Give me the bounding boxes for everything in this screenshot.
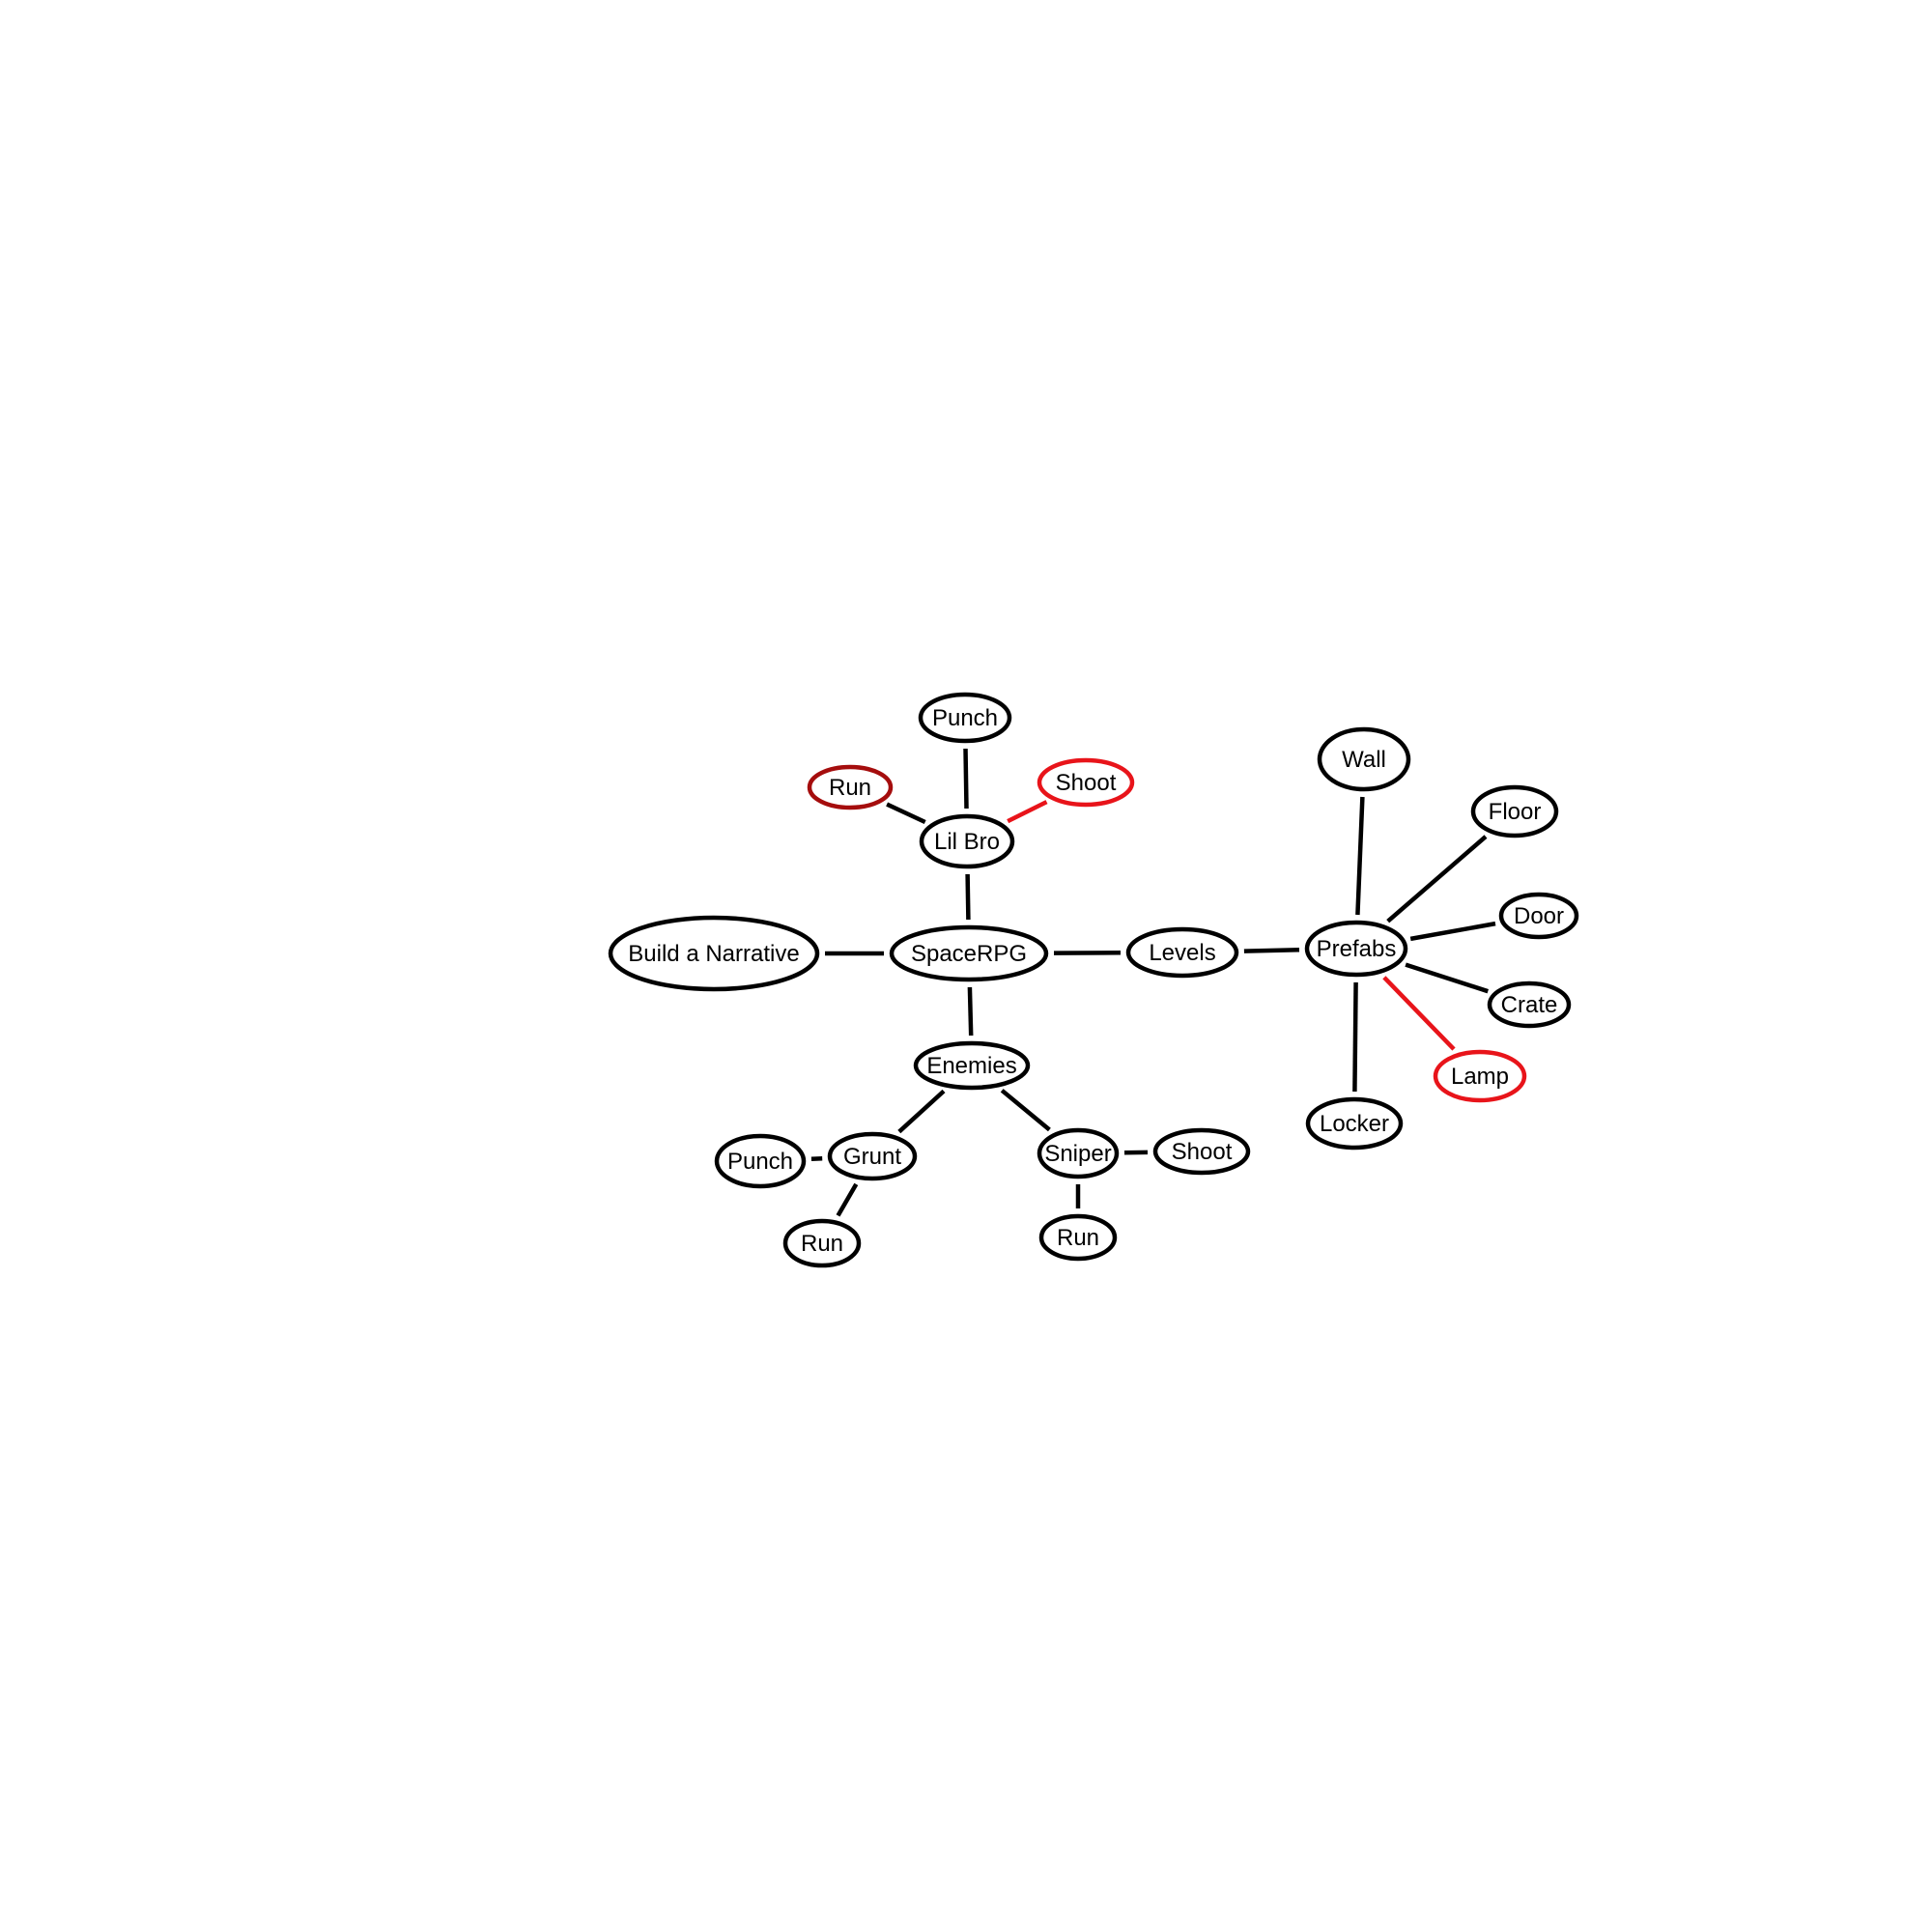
node-grunt-ellipse (827, 1131, 918, 1181)
edge-prefabs-to-crate (1405, 962, 1489, 994)
edge-grunt-to-grunt-run (836, 1182, 859, 1217)
node-lil-bro-punch-ellipse (918, 692, 1012, 744)
node-lil-bro-punch-label: Punch (932, 705, 998, 731)
node-floor: Floor (1470, 784, 1559, 838)
node-grunt-punch-label: Punch (727, 1149, 793, 1175)
node-grunt: Grunt (827, 1131, 918, 1181)
node-grunt-run-label: Run (801, 1231, 843, 1257)
node-wall-ellipse (1317, 726, 1411, 792)
edge-prefabs-to-floor (1386, 835, 1488, 923)
node-lil-bro-shoot-ellipse (1037, 757, 1135, 808)
node-crate-label: Crate (1501, 992, 1558, 1018)
node-spacerpg-ellipse (889, 924, 1049, 982)
node-locker-label: Locker (1320, 1111, 1389, 1137)
edge-spacerpg-to-enemies (967, 986, 974, 1037)
node-build-narrative-label: Build a Narrative (628, 941, 799, 967)
node-wall-label: Wall (1342, 747, 1386, 773)
node-door-ellipse (1498, 892, 1579, 940)
node-enemies-label: Enemies (926, 1053, 1016, 1079)
node-sniper-run-ellipse (1038, 1213, 1118, 1262)
node-grunt-label: Grunt (843, 1144, 901, 1170)
node-lamp-ellipse (1433, 1049, 1527, 1103)
node-lamp: Lamp (1433, 1049, 1527, 1103)
node-sniper: Sniper (1037, 1127, 1120, 1179)
node-grunt-punch-ellipse (714, 1133, 807, 1189)
node-lil-bro-ellipse (919, 813, 1015, 869)
edge-enemies-to-sniper (1000, 1089, 1051, 1132)
node-sniper-run: Run (1038, 1213, 1118, 1262)
edge-prefabs-to-door (1409, 921, 1496, 942)
node-grunt-punch: Punch (714, 1133, 807, 1189)
node-lil-bro-run-label: Run (829, 775, 871, 801)
node-enemies-ellipse (913, 1040, 1031, 1091)
node-door: Door (1498, 892, 1579, 940)
node-spacerpg-label: SpaceRPG (911, 941, 1027, 967)
node-locker: Locker (1305, 1096, 1404, 1151)
edge-levels-to-prefabs (1243, 948, 1300, 953)
node-crate-ellipse (1487, 980, 1572, 1029)
edge-grunt-to-grunt-punch (810, 1155, 823, 1161)
node-floor-ellipse (1470, 784, 1559, 838)
node-grunt-run-ellipse (782, 1218, 862, 1268)
node-lil-bro-run: Run (807, 764, 894, 810)
node-crate: Crate (1487, 980, 1572, 1029)
edge-prefabs-to-locker (1352, 981, 1358, 1093)
node-prefabs-ellipse (1304, 920, 1408, 978)
node-sniper-shoot: Shoot (1152, 1127, 1251, 1176)
node-lil-bro: Lil Bro (919, 813, 1015, 869)
node-enemies: Enemies (913, 1040, 1031, 1091)
node-sniper-shoot-label: Shoot (1172, 1139, 1233, 1165)
node-floor-label: Floor (1489, 799, 1542, 825)
node-build-narrative-ellipse (608, 915, 820, 992)
node-sniper-run-label: Run (1057, 1225, 1099, 1251)
edge-prefabs-to-wall (1355, 796, 1365, 916)
node-prefabs: Prefabs (1304, 920, 1408, 978)
node-door-label: Door (1514, 903, 1564, 929)
node-lil-bro-shoot-label: Shoot (1056, 770, 1117, 796)
node-prefabs-label: Prefabs (1317, 936, 1397, 962)
edge-lil-bro-to-lil-bro-run (886, 802, 926, 825)
node-lamp-label: Lamp (1451, 1064, 1509, 1090)
node-levels-label: Levels (1149, 940, 1215, 966)
node-levels-ellipse (1125, 926, 1239, 979)
edge-lil-bro-to-lil-bro-punch (963, 748, 969, 810)
node-lil-bro-shoot: Shoot (1037, 757, 1135, 808)
edge-enemies-to-grunt (897, 1089, 946, 1134)
node-locker-ellipse (1305, 1096, 1404, 1151)
node-sniper-label: Sniper (1044, 1141, 1111, 1167)
node-grunt-run: Run (782, 1218, 862, 1268)
node-lil-bro-punch: Punch (918, 692, 1012, 744)
node-levels: Levels (1125, 926, 1239, 979)
node-sniper-shoot-ellipse (1152, 1127, 1251, 1176)
node-spacerpg: SpaceRPG (889, 924, 1049, 982)
edge-spacerpg-to-lil-bro (965, 873, 971, 921)
edges-layer (810, 748, 1496, 1217)
node-lil-bro-run-ellipse (807, 764, 894, 810)
edge-lil-bro-to-lil-bro-shoot (1007, 800, 1048, 824)
node-build-narrative: Build a Narrative (608, 915, 820, 992)
node-sniper-ellipse (1037, 1127, 1120, 1179)
node-wall: Wall (1317, 726, 1411, 792)
edge-prefabs-to-lamp (1382, 976, 1456, 1051)
node-lil-bro-label: Lil Bro (934, 829, 1000, 855)
